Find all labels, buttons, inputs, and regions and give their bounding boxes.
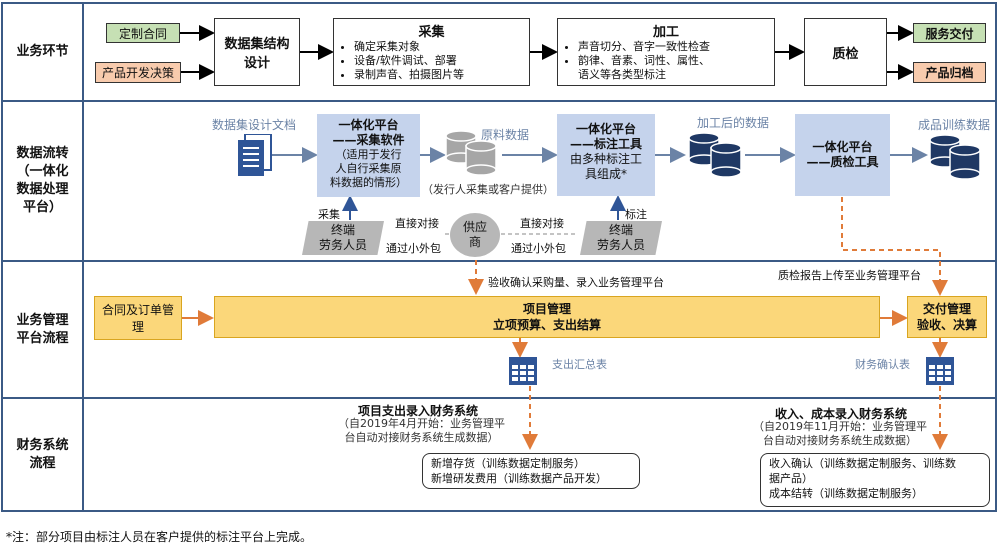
process-item: 语义等各类型标注 xyxy=(578,68,666,81)
diagram-frame xyxy=(1,2,997,512)
collect-title: 采集 xyxy=(418,25,445,40)
platform-collect-box: 一体化平台 ——采集软件 （适用于发行 人自行采集原 料数据的情形） xyxy=(317,114,420,197)
doc-label: 数据集设计文档 xyxy=(212,118,297,132)
finance-left-note: （自2019年4月开始：业务管理平 台自动对接财务系统生成数据） xyxy=(338,417,505,444)
platform-qc-title: 一体化平台 ——质检工具 xyxy=(806,140,879,169)
process-box: 加工 声音切分、音字一致性检查 韵律、音素、词性、属性、 语义等各类型标注 xyxy=(557,18,775,86)
terminal-worker-right: 终端 劳务人员 xyxy=(580,221,662,255)
finance-right-note: （自2019年11月开始：业务管理平 台自动对接财务系统生成数据） xyxy=(753,420,927,447)
contract-box: 定制合同 xyxy=(106,23,180,43)
final-data-label: 成品训练数据 xyxy=(918,118,991,132)
dataset-design-box: 数据集结构 设计 xyxy=(214,18,300,86)
lane-mgmt: 业务管理 平台流程 xyxy=(16,312,69,346)
raw-data-db-icon xyxy=(444,128,500,176)
product-dev-box: 产品开发决策 xyxy=(95,62,181,83)
project-mgmt-box: 项目管理 立项预算、支出结算 xyxy=(214,296,880,338)
accept-label: 验收确认采购量、录入业务管理平台 xyxy=(488,276,664,289)
collect-item: 确定采集对象 xyxy=(354,40,523,54)
qc-report-label: 质检报告上传至业务管理平台 xyxy=(778,269,921,282)
lane-divider xyxy=(1,397,997,399)
finance-right-title: 收入、成本录入财务系统 xyxy=(775,407,908,421)
process-list: 声音切分、音字一致性检查 韵律、音素、词性、属性、 语义等各类型标注 xyxy=(564,40,768,82)
process-item: 声音切分、音字一致性检查 xyxy=(578,40,768,54)
lane-divider xyxy=(1,260,997,262)
direct-label-right: 直接对接 xyxy=(520,217,564,230)
process-item: 韵律、音素、词性、属性、 xyxy=(578,54,768,68)
order-mgmt-box: 合同及订单管理 xyxy=(94,296,182,340)
lane-label-divider xyxy=(82,2,84,512)
raw-data-label: 原料数据 xyxy=(481,128,530,142)
delivery-mgmt-box: 交付管理 验收、决算 xyxy=(907,296,987,338)
final-db-icon xyxy=(928,132,984,180)
raw-source-label: （发行人采集或客户提供） xyxy=(422,183,554,196)
processed-db-icon xyxy=(687,130,745,178)
finance-confirm-label: 财务确认表 xyxy=(855,358,910,371)
archive-box: 产品归档 xyxy=(913,62,986,83)
finance-table-icon xyxy=(926,357,954,385)
collect-label: 采集 xyxy=(318,208,340,221)
platform-annotate-sub: 由多种标注工 具组成* xyxy=(569,152,642,181)
footnote: *注：部分项目由标注人员在客户提供的标注平台上完成。 xyxy=(6,530,313,544)
finance-right-box: 收入确认（训练数据定制服务、训练数 据产品） 成本结转（训练数据定制服务） xyxy=(760,453,990,507)
collect-item: 设备/软件调试、部署 xyxy=(354,54,523,68)
platform-collect-sub: （适用于发行 人自行采集原 料数据的情形） xyxy=(330,148,407,189)
process-title: 加工 xyxy=(652,25,679,40)
collect-box: 采集 确定采集对象 设备/软件调试、部署 录制声音、拍摄图片等 xyxy=(333,18,530,86)
expense-table-icon xyxy=(509,357,537,385)
lane-business: 业务环节 xyxy=(16,44,69,59)
lane-data-flow: 数据流转 （一体化 数据处理 平台） xyxy=(16,146,69,215)
platform-annotate-box: 一体化平台 ——标注工具 由多种标注工 具组成* xyxy=(557,114,655,196)
terminal-worker-left: 终端 劳务人员 xyxy=(302,221,384,255)
qc-box: 质检 xyxy=(804,18,887,86)
platform-qc-box: 一体化平台 ——质检工具 xyxy=(795,114,890,196)
expense-sheet-label: 支出汇总表 xyxy=(552,358,607,371)
outsource-label-right: 通过小外包 xyxy=(511,242,566,255)
annotate-label: 标注 xyxy=(625,208,647,221)
platform-collect-title: 一体化平台 ——采集软件 xyxy=(332,118,405,147)
finance-left-title: 项目支出录入财务系统 xyxy=(358,404,479,418)
outsource-label-left: 通过小外包 xyxy=(386,242,441,255)
collect-list: 确定采集对象 设备/软件调试、部署 录制声音、拍摄图片等 xyxy=(340,40,523,82)
platform-annotate-title: 一体化平台 ——标注工具 xyxy=(569,122,642,151)
finance-left-box: 新增存货（训练数据定制服务） 新增研发费用（训练数据产品开发） xyxy=(422,453,640,489)
document-icon xyxy=(238,133,272,178)
direct-label-left: 直接对接 xyxy=(395,217,439,230)
lane-finance: 财务系统 流程 xyxy=(16,438,69,471)
delivery-box: 服务交付 xyxy=(913,23,986,43)
processed-data-label: 加工后的数据 xyxy=(697,116,770,130)
collect-item: 录制声音、拍摄图片等 xyxy=(354,68,523,82)
supplier-circle: 供应 商 xyxy=(450,213,500,257)
lane-divider xyxy=(1,100,997,102)
